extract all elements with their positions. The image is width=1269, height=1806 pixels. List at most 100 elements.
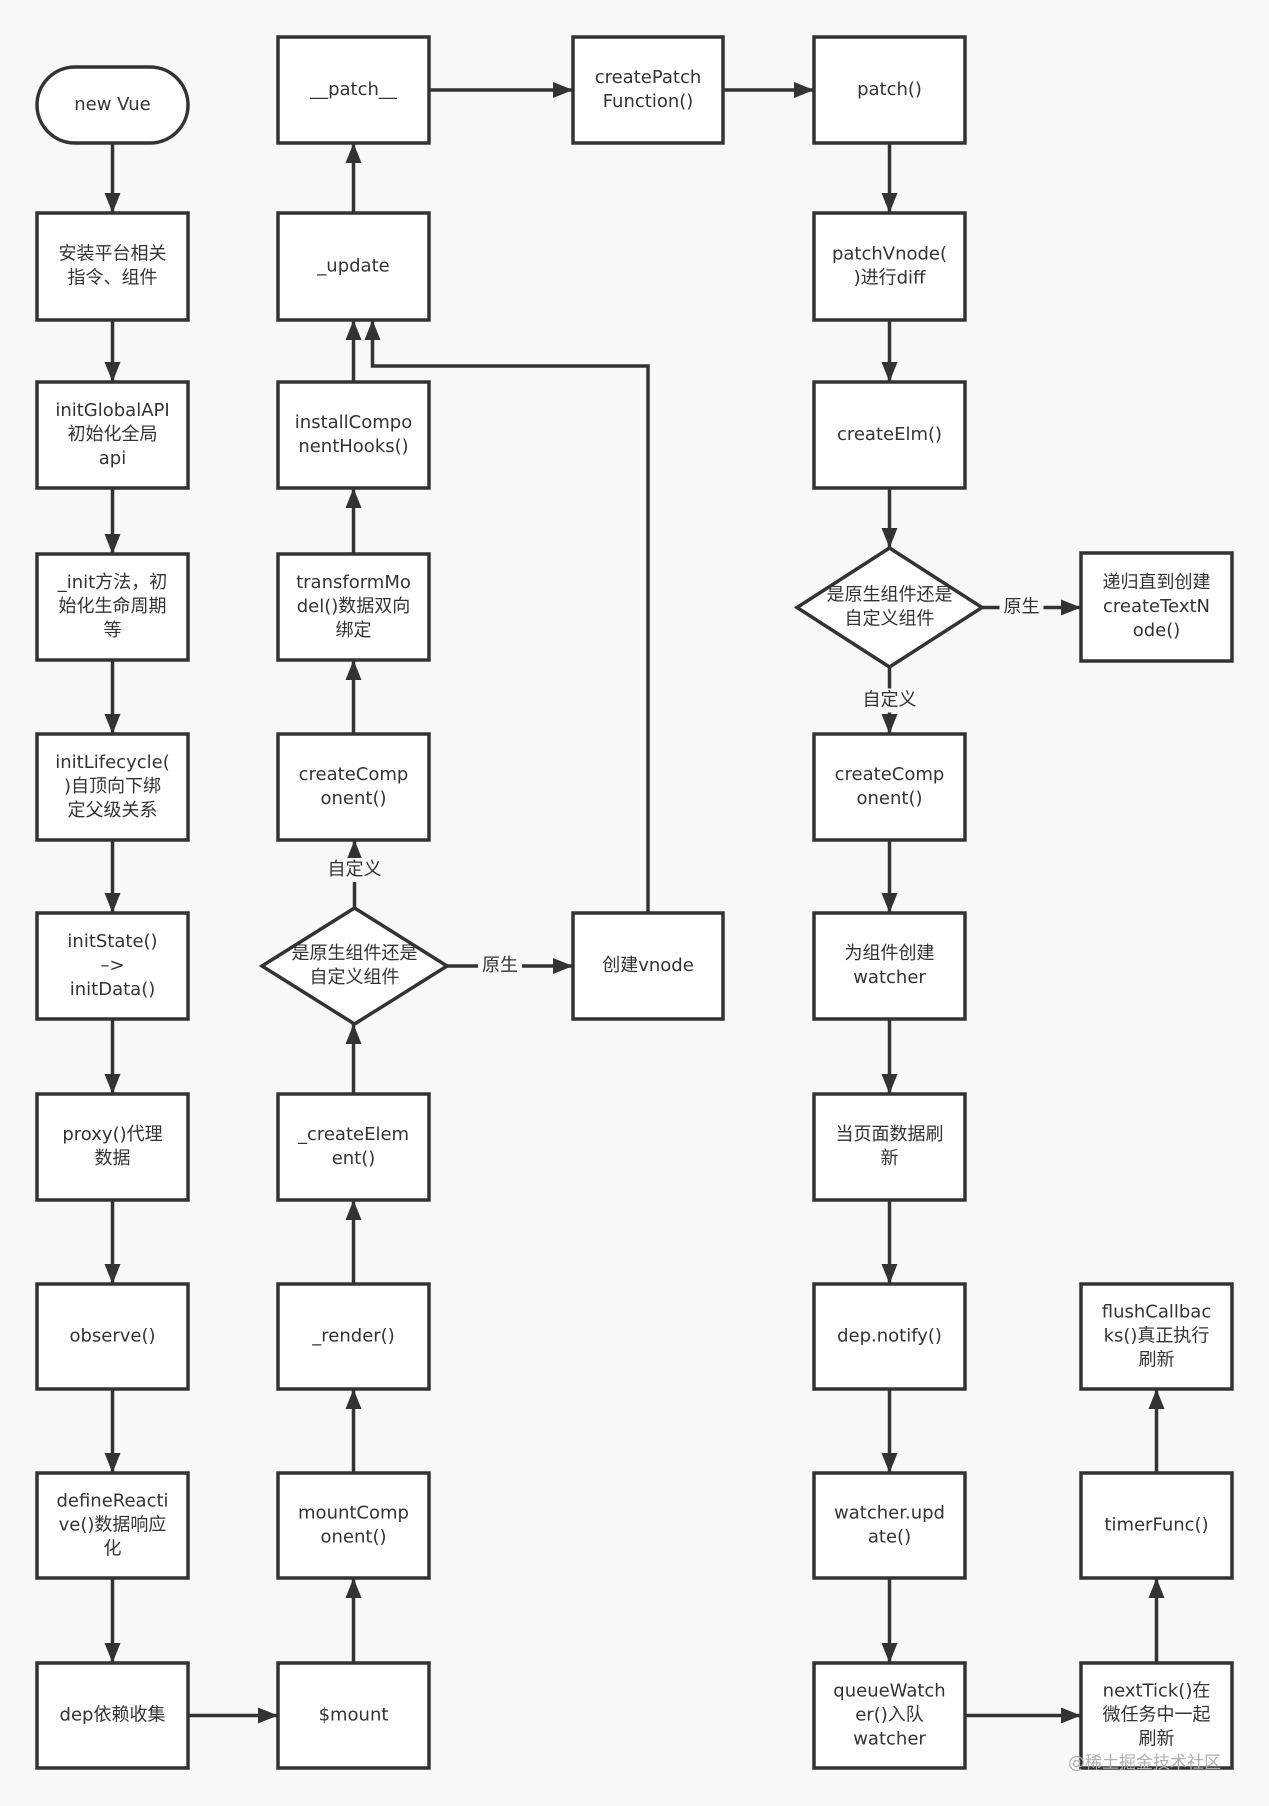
- process-shape: [35, 1092, 190, 1202]
- edge-label: 原生: [478, 954, 522, 978]
- node-label: proxy()代理: [62, 1124, 162, 1145]
- node-label: mountComp: [298, 1503, 409, 1524]
- node-dep-notify: dep.notify(): [812, 1282, 967, 1391]
- node-label: initState(): [67, 931, 157, 952]
- node-label: watcher.upd: [834, 1503, 945, 1524]
- node-label: _createElem: [297, 1124, 409, 1145]
- process-shape: [276, 35, 431, 145]
- node-label: _init方法，初: [57, 572, 167, 593]
- edge-label-text: 自定义: [863, 690, 917, 711]
- node-create-elm: createElm(): [812, 380, 967, 490]
- node-label: 始化生命周期: [59, 596, 167, 617]
- node-label: 自定义组件: [310, 967, 400, 988]
- arrowhead-icon: [881, 193, 898, 213]
- node-label: 为组件创建: [845, 943, 935, 964]
- node-new-vue: new Vue: [35, 65, 190, 145]
- node-label: _render(): [311, 1326, 394, 1347]
- edge-queue-watcher-to-next-tick: [965, 1707, 1081, 1724]
- edge-init-method-to-init-lifecycle: [104, 660, 121, 734]
- edge-label-text: 原生: [1004, 597, 1040, 618]
- node-render: _render(): [276, 1282, 431, 1391]
- node-label: queueWatch: [833, 1681, 945, 1702]
- node-label: createElm(): [837, 424, 942, 445]
- process-shape: [276, 1661, 431, 1770]
- node-label: 初始化全局: [68, 424, 158, 445]
- process-shape: [35, 732, 190, 842]
- node-label: Function(): [603, 91, 694, 112]
- arrowhead-icon: [104, 362, 121, 382]
- arrowhead-icon: [345, 1200, 362, 1220]
- edge-label-background: [332, 858, 377, 882]
- arrowhead-icon: [794, 82, 814, 98]
- process-shape: [35, 1282, 190, 1391]
- edge-init-lifecycle-to-init-state: [104, 840, 121, 913]
- arrowhead-icon: [364, 320, 381, 340]
- node-label: )自顶向下绑: [64, 776, 161, 797]
- edge-label-text: 原生: [482, 955, 518, 976]
- node-label: observe(): [69, 1326, 155, 1347]
- arrowhead-icon: [881, 893, 898, 913]
- edge-patch-to-patch-vnode: [881, 143, 898, 213]
- arrowhead-icon: [881, 1264, 898, 1284]
- node-label: 是原生组件还是: [827, 585, 953, 606]
- node-label: del()数据双向: [297, 596, 411, 617]
- process-shape: [1079, 551, 1234, 663]
- process-shape: [35, 380, 190, 490]
- edge-define-reactive-to-dep-collect: [104, 1578, 121, 1663]
- arrowhead-icon: [1061, 599, 1081, 616]
- process-shape: [35, 911, 190, 1021]
- node-label: onent(): [320, 788, 386, 809]
- process-shape: [35, 1661, 190, 1770]
- node-dep-collect: dep依赖收集: [35, 1661, 190, 1770]
- process-shape: [276, 1282, 431, 1391]
- arrowhead-icon: [553, 82, 573, 98]
- edge-patch-internal-to-create-patch-function: [429, 82, 573, 98]
- node-label: nentHooks(): [298, 436, 408, 457]
- node-label: defineReacti: [56, 1491, 168, 1512]
- node-label: 定父级关系: [68, 800, 158, 821]
- arrowhead-icon: [345, 1389, 362, 1409]
- arrowhead-icon: [881, 1453, 898, 1473]
- edge-install-platform-to-init-global-api: [104, 320, 121, 382]
- arrowhead-icon: [881, 362, 898, 382]
- process-shape: [276, 1471, 431, 1580]
- edge-page-data-refresh-to-dep-notify: [881, 1200, 898, 1284]
- node-label: createTextN: [1103, 596, 1210, 617]
- node-label: initLifecycle(: [55, 752, 169, 773]
- process-shape: [276, 380, 431, 490]
- node-label: ve()数据响应: [59, 1515, 167, 1536]
- process-shape: [35, 552, 190, 662]
- node-label: transformMo: [296, 572, 411, 593]
- process-shape: [1079, 1471, 1234, 1580]
- node-label: 指令、组件: [68, 268, 158, 289]
- edge-label: 自定义: [863, 688, 917, 713]
- node-label: api: [99, 448, 126, 469]
- arrowhead-icon: [104, 193, 121, 213]
- node-label: flushCallbac: [1102, 1302, 1212, 1323]
- edge-create-vnode-to-update: [364, 320, 650, 913]
- node-watcher-update: watcher.update(): [812, 1471, 967, 1580]
- edge-dep-notify-to-watcher-update: [881, 1389, 898, 1473]
- process-shape: [812, 380, 967, 490]
- edge-label: 原生: [999, 595, 1044, 620]
- terminal-shape: [35, 65, 190, 145]
- node-label: _update: [316, 256, 389, 277]
- arrowhead-icon: [345, 1578, 362, 1598]
- node-label: 数据: [95, 1148, 131, 1169]
- node-label: new Vue: [74, 94, 151, 115]
- process-shape: [812, 911, 967, 1021]
- edge-proxy-to-observe: [104, 1200, 121, 1284]
- edge-create-component-left-to-transform-model: [345, 660, 362, 734]
- node-label: 自定义组件: [845, 609, 935, 630]
- node-patch: patch(): [812, 35, 967, 145]
